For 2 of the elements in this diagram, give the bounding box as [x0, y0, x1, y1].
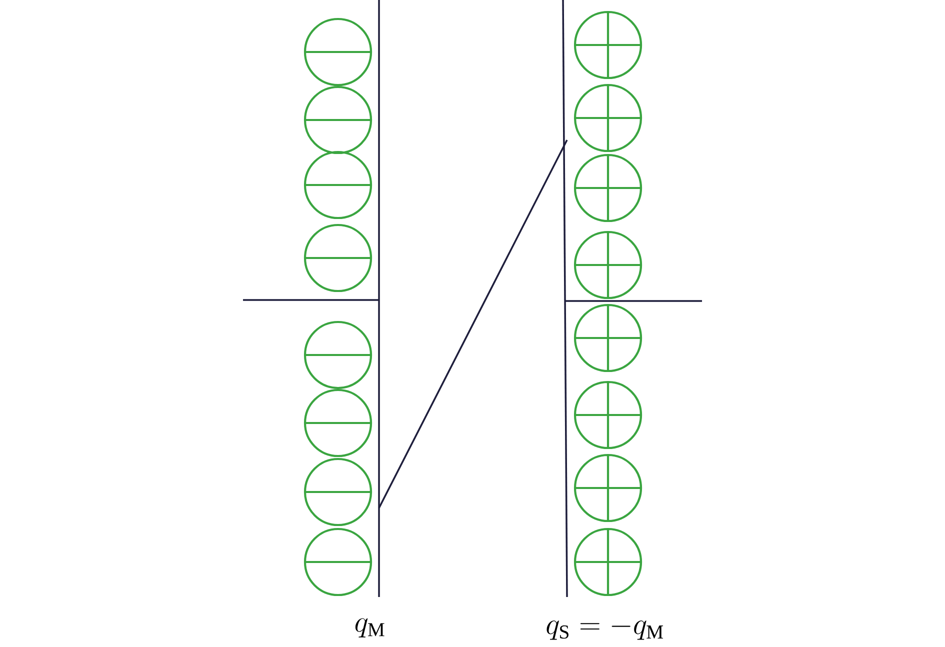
charge-label: $q_{\mathrm{M}}$ [355, 618, 384, 638]
charge-label: $q_{\mathrm{S}}=-q_{\mathrm{M}}$ [546, 620, 663, 640]
